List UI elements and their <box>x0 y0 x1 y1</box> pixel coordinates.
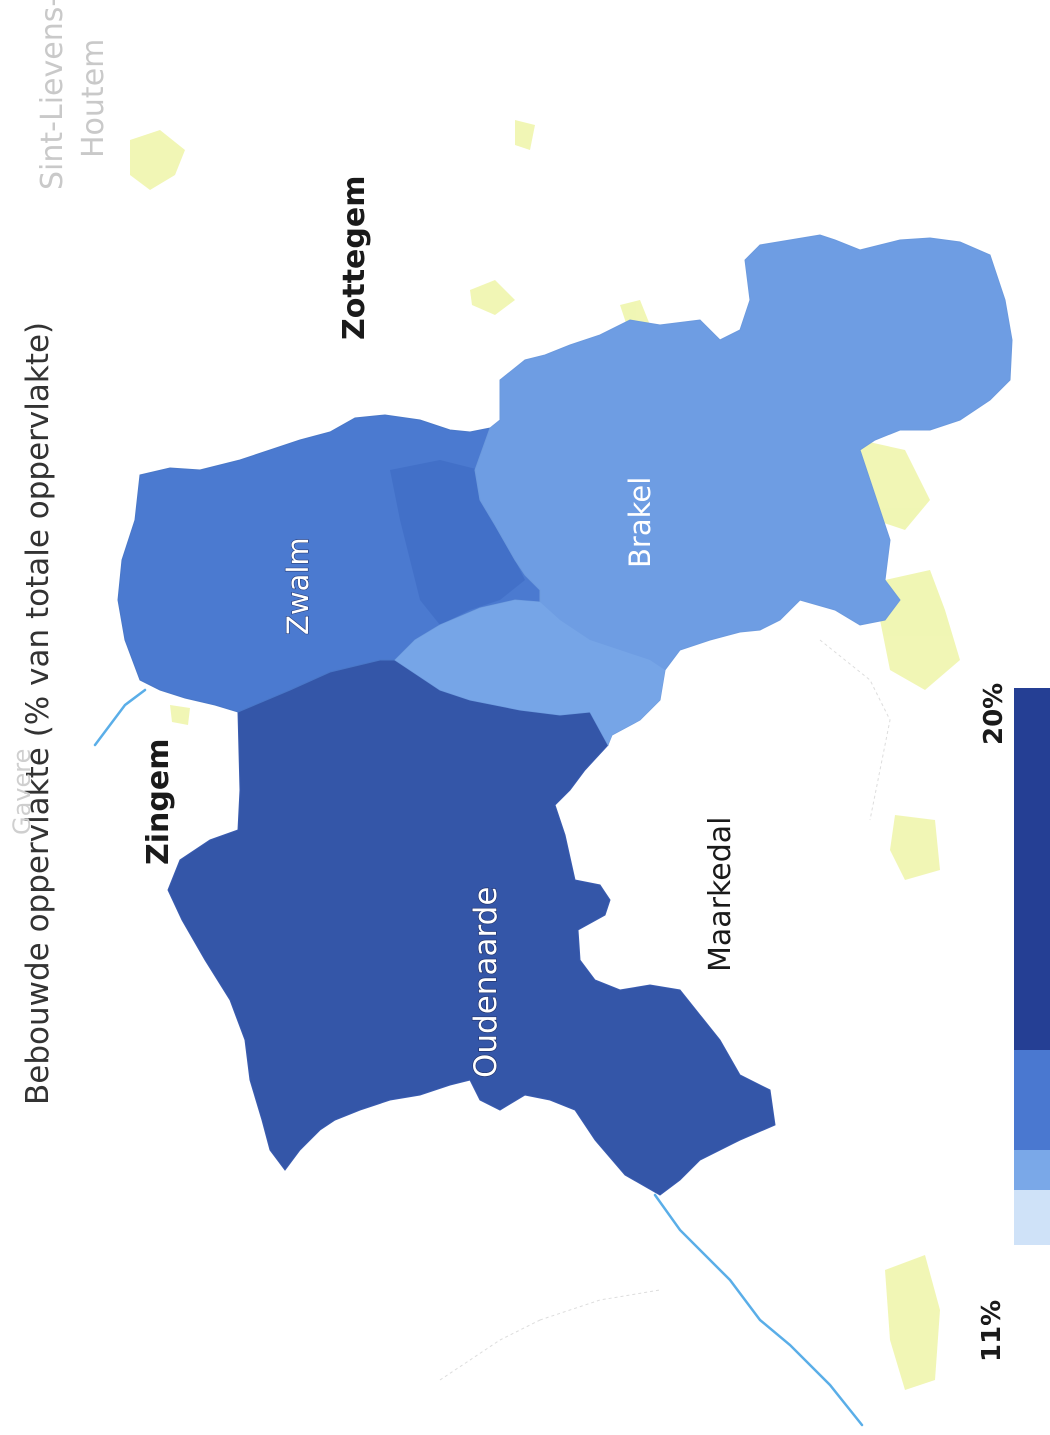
legend-bar-light <box>1014 1150 1050 1190</box>
legend-bar-darkest <box>1014 688 1050 1050</box>
region-oudenaarde[interactable] <box>167 659 776 1196</box>
river-schelde-north <box>93 688 147 747</box>
region-brakel-lower <box>395 600 665 745</box>
legend-bar-mid <box>1014 1050 1050 1150</box>
municipal-boundaries <box>439 639 891 1381</box>
boundary-line <box>819 639 891 821</box>
boundary-line <box>539 1289 661 1321</box>
river-schelde-south <box>653 1193 864 1427</box>
label-maarkedal: Maarkedal <box>703 816 738 972</box>
legend-bar-lightest <box>1014 1190 1050 1245</box>
label-zingem: Zingem <box>141 739 176 865</box>
map-title: Bebouwde oppervlakte (% van totale opper… <box>20 322 56 1105</box>
urban-area <box>880 570 960 690</box>
urban-area <box>170 705 190 725</box>
map-labels: Bebouwde oppervlakte (% van totale opper… <box>8 0 738 1105</box>
label-gavere: Gavere <box>8 749 36 835</box>
map-legend: 20% 11% <box>977 683 1050 1362</box>
boundary-line <box>439 1319 541 1381</box>
urban-area <box>470 280 515 315</box>
rivers <box>93 688 864 1427</box>
urban-area <box>885 1255 940 1390</box>
label-sint-lievens-houtem-1: Sint-Lievens- <box>35 0 70 190</box>
label-oudenaarde: Oudenaarde <box>468 887 504 1078</box>
urban-area <box>130 130 185 190</box>
label-brakel: Brakel <box>623 477 657 568</box>
urban-area <box>515 120 535 150</box>
region-zwalm-inner <box>390 460 525 625</box>
legend-min-label: 11% <box>977 1300 1007 1362</box>
label-zwalm: Zwalm <box>281 537 315 635</box>
legend-max-label: 20% <box>979 683 1009 745</box>
label-zottegem: Zottegem <box>337 176 372 340</box>
urban-area <box>890 815 940 880</box>
label-sint-lievens-houtem-2: Houtem <box>76 39 111 158</box>
